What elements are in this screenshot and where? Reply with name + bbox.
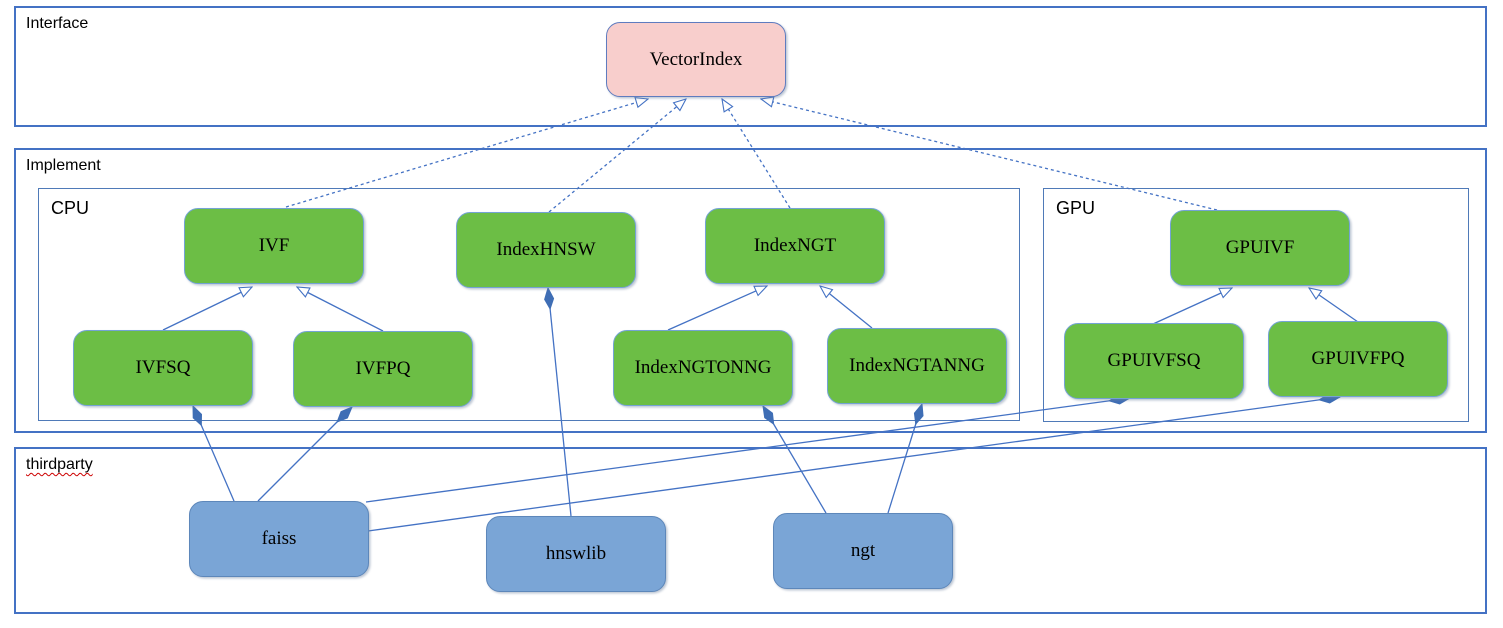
edge-generalization-indexngtanng-indexngt bbox=[820, 286, 873, 329]
frame-thirdparty: thirdparty bbox=[14, 447, 1487, 614]
frame-gpu-label: GPU bbox=[1056, 198, 1096, 218]
node-ivf-label: IVF bbox=[258, 235, 290, 256]
edge-composition-ivfsq-faiss bbox=[192, 406, 235, 502]
node-gpuivfpq: GPUIVFPQ bbox=[1268, 321, 1448, 397]
node-vectorindex-label: VectorIndex bbox=[649, 48, 743, 70]
node-indexngtanng-label: IndexNGTANNG bbox=[849, 355, 985, 376]
node-ivfpq: IVFPQ bbox=[293, 331, 473, 407]
frame-gpu: GPU bbox=[1043, 188, 1469, 422]
edge-realization-indexhnsw-vectorindex bbox=[548, 99, 686, 213]
edge-generalization-gpuivfsq-gpuivf bbox=[1152, 288, 1232, 325]
edge-realization-gpuivf-vectorindex bbox=[761, 99, 1218, 211]
node-ngt: ngt bbox=[773, 513, 953, 589]
node-ivfsq: IVFSQ bbox=[73, 330, 253, 406]
node-gpuivfpq-label: GPUIVFPQ bbox=[1311, 348, 1405, 369]
node-ngt-label: ngt bbox=[850, 540, 876, 561]
node-indexngtonng: IndexNGTONNG bbox=[613, 330, 793, 406]
edge-composition-indexngtanng-ngt bbox=[887, 404, 922, 514]
edge-composition-indexhnsw-hnswlib bbox=[548, 288, 572, 517]
node-ivfsq-label: IVFSQ bbox=[135, 357, 191, 378]
frame-cpu: CPU bbox=[38, 188, 1020, 421]
edge-composition-gpuivfpq-faiss bbox=[367, 397, 1340, 532]
edge-generalization-ivfpq-ivf bbox=[297, 287, 384, 332]
edge-realization-ivf-vectorindex bbox=[285, 99, 648, 208]
edge-composition-indexngtonng-ngt bbox=[763, 406, 827, 514]
node-faiss-label: faiss bbox=[261, 528, 297, 549]
node-indexngtanng: IndexNGTANNG bbox=[827, 328, 1007, 404]
edge-generalization-ivfsq-ivf bbox=[162, 287, 252, 331]
frame-interface: Interface bbox=[14, 6, 1487, 127]
edge-composition-gpuivfsq-faiss bbox=[365, 398, 1130, 503]
node-ivf: IVF bbox=[184, 208, 364, 284]
node-indexhnsw-label: IndexHNSW bbox=[496, 239, 596, 260]
frame-interface-label: Interface bbox=[26, 15, 89, 32]
edge-generalization-indexngtonng-indexngt bbox=[667, 285, 767, 331]
node-gpuivf-label: GPUIVF bbox=[1225, 237, 1295, 258]
edge-generalization-gpuivfpq-gpuivf bbox=[1309, 288, 1359, 323]
node-hnswlib: hnswlib bbox=[486, 516, 666, 592]
node-gpuivfsq-label: GPUIVFSQ bbox=[1107, 350, 1201, 371]
node-indexhnsw: IndexHNSW bbox=[456, 212, 636, 288]
edge-realization-indexngt-vectorindex bbox=[722, 99, 791, 209]
node-indexngtonng-label: IndexNGTONNG bbox=[634, 357, 772, 378]
node-ivfpq-label: IVFPQ bbox=[355, 358, 411, 379]
node-vectorindex: VectorIndex bbox=[606, 22, 786, 97]
edge-composition-ivfpq-faiss bbox=[257, 407, 352, 502]
frame-implement-label: Implement bbox=[26, 157, 101, 174]
frame-cpu-label: CPU bbox=[51, 198, 90, 218]
node-gpuivf: GPUIVF bbox=[1170, 210, 1350, 286]
node-hnswlib-label: hnswlib bbox=[545, 543, 607, 564]
node-indexngt: IndexNGT bbox=[705, 208, 885, 284]
frame-implement: Implement bbox=[14, 148, 1487, 433]
frame-thirdparty-label: thirdparty bbox=[26, 456, 93, 473]
node-indexngt-label: IndexNGT bbox=[753, 235, 837, 256]
node-gpuivfsq: GPUIVFSQ bbox=[1064, 323, 1244, 399]
node-faiss: faiss bbox=[189, 501, 369, 577]
